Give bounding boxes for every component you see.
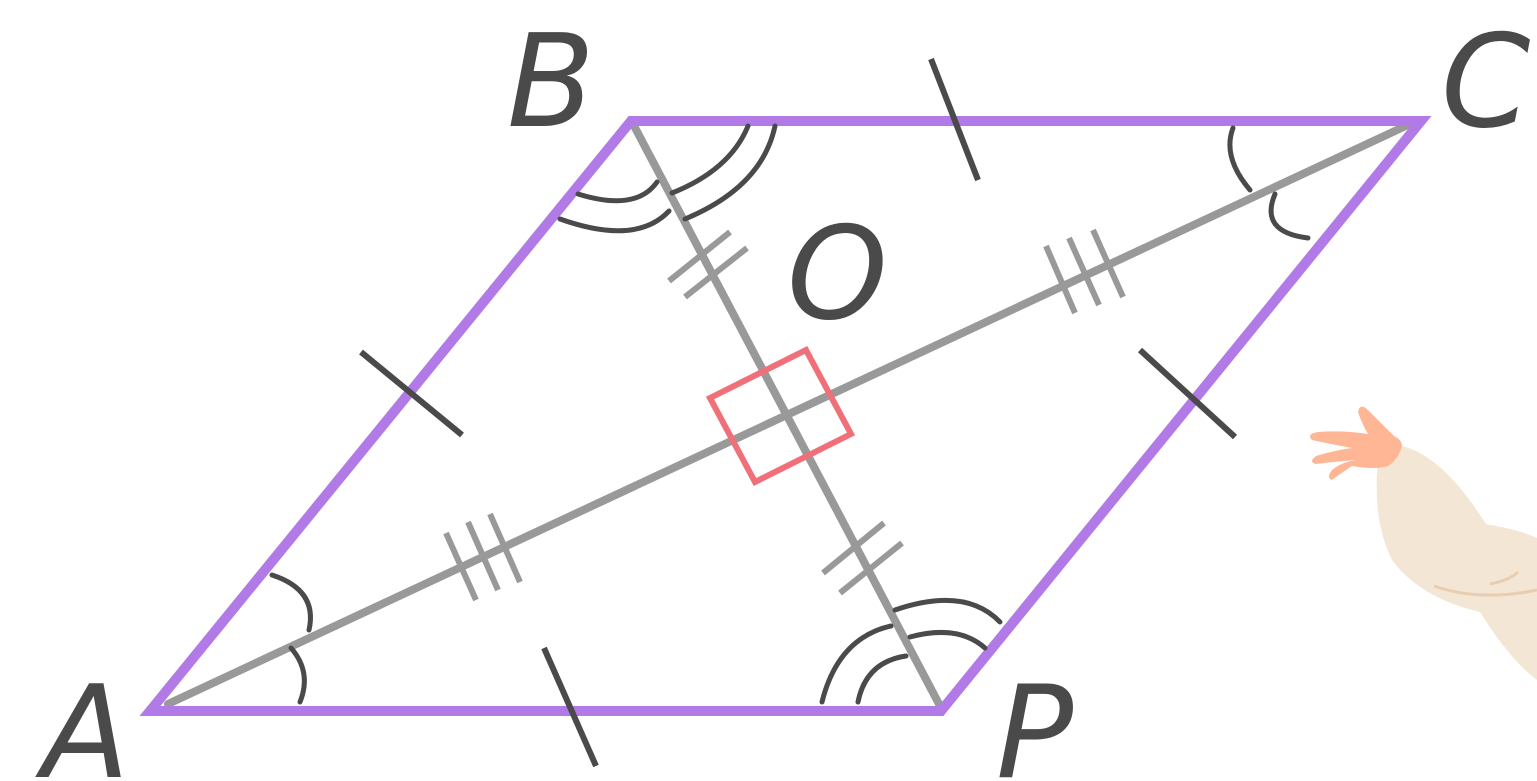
tick-side-bc: [928, 57, 981, 182]
vertex-label-c: C: [1441, 8, 1530, 157]
diagonal-op-ticks: [821, 520, 904, 596]
side-tick-marks: [359, 57, 1238, 768]
arc-b-outer-left: [557, 208, 672, 234]
sleeve-crease-icon: [1489, 570, 1520, 586]
center-label-o: O: [787, 200, 888, 349]
rhombus-abcp: [139, 116, 1432, 716]
vertex-label-p: P: [996, 659, 1073, 781]
arc-b-inner-left: [575, 179, 660, 204]
sleeve-fold-line-icon: [1433, 584, 1537, 597]
arc-a-upper: [269, 572, 313, 633]
pointing-hand-illustration: [1310, 406, 1537, 680]
arc-c-lower: [1268, 191, 1311, 241]
arc-p-inner-left: [855, 653, 909, 705]
diagonal-bo-ticks: [667, 229, 749, 300]
arc-p-outer-left: [819, 623, 894, 705]
arc-p-inner-right: [907, 630, 988, 651]
diagonal-oc-ticks: [1043, 228, 1126, 315]
arc-c-upper: [1227, 125, 1253, 193]
vertex-label-b: B: [507, 8, 595, 157]
diagonal-ao-ticks: [443, 512, 523, 602]
right-angle-marker: [705, 346, 856, 486]
tick-side-cp: [1137, 347, 1238, 440]
vertex-label-a: A: [35, 659, 130, 781]
sleeve-icon: [1376, 444, 1537, 680]
tick-side-ap: [541, 646, 599, 768]
arc-p-outer-right: [892, 597, 1003, 625]
tick-side-ab: [359, 349, 464, 438]
hand-icon: [1310, 406, 1402, 480]
arc-b-outer-right: [682, 123, 778, 222]
arc-a-lower: [288, 645, 307, 705]
angle-arcs: [269, 123, 1311, 705]
diagonal-bp: [628, 118, 943, 708]
arc-b-inner-right: [669, 123, 751, 196]
